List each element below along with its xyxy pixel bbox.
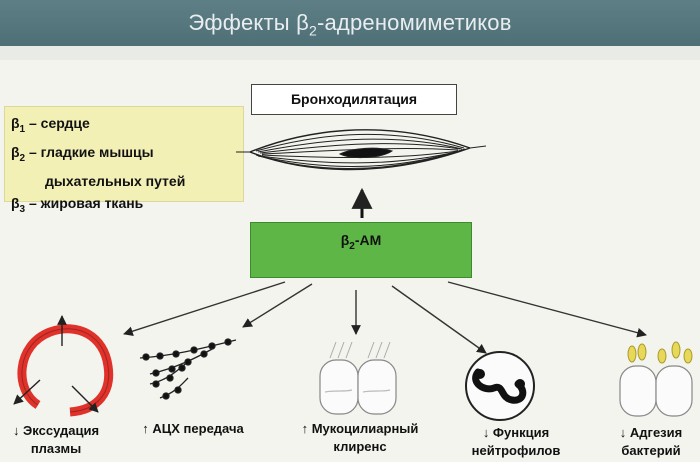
legend-item-beta1: β1 – сердце [5, 112, 243, 141]
title-prefix: Эффекты β [188, 10, 309, 35]
bronchodilation-box: Бронходилятация [251, 84, 457, 115]
arrow-to-ach [242, 283, 313, 328]
title-subscript: 2 [308, 22, 317, 39]
effect-arrows [123, 281, 647, 354]
title-suffix: -адреномиметиков [316, 10, 512, 35]
effect-direction: ↑ [301, 421, 309, 436]
arrow-to-neutrophils [391, 285, 487, 354]
center-symbol: β [340, 232, 350, 248]
legend-subscript: 2 [19, 152, 26, 164]
effect-line1: Функция [489, 425, 550, 440]
neutrophil-icon [465, 351, 535, 421]
legend-item-beta2: β2 – гладкие мышцы [5, 141, 243, 170]
effect-line2: плазмы [30, 441, 82, 456]
effect-direction: ↓ [619, 425, 627, 440]
effect-line1: Экссудация [19, 423, 100, 438]
receptor-legend: β1 – сердце β2 – гладкие мышцы дыхательн… [4, 106, 244, 214]
epithelial-cells-bacteria-icon [619, 341, 693, 417]
effect-line1: Адгезия [626, 425, 683, 440]
effect-line1: АЦХ передача [148, 421, 244, 436]
arrow-to-bacteria [447, 281, 647, 338]
legend-text: – сердце [25, 115, 90, 131]
effect-direction: ↑ [142, 421, 149, 436]
page-title: Эффекты β2-адреномиметиков [0, 0, 700, 46]
legend-symbol: β [11, 115, 20, 131]
legend-subscript: 1 [19, 123, 26, 135]
effect-line2: клиренс [333, 439, 387, 454]
legend-text: – жировая ткань [25, 194, 144, 211]
nerve-terminal-icon [139, 338, 237, 400]
effect-label-neutrophils: ↓ Функция нейтрофилов [460, 424, 572, 460]
legend-item-beta2-continued: дыхательных путей [5, 170, 243, 192]
effect-line2: бактерий [621, 443, 681, 458]
blood-vessel-icon [13, 315, 114, 417]
center-label: -АМ [354, 232, 382, 248]
beta2-agonist-box: β2-АМ [250, 222, 472, 278]
muscle-nucleus-icon [338, 147, 394, 159]
arrow-to-exudation [123, 281, 286, 336]
legend-symbol: β [11, 194, 20, 211]
bronchodilation-label: Бронходилятация [290, 91, 417, 107]
legend-symbol: β [11, 143, 20, 160]
effect-label-bacteria: ↓ Адгезия бактерий [604, 424, 698, 460]
effect-direction: ↓ [482, 425, 490, 440]
legend-text: – гладкие мышцы [25, 143, 154, 160]
ciliated-cells-icon [319, 341, 397, 415]
legend-subscript: 3 [19, 203, 26, 215]
effect-direction: ↓ [12, 423, 20, 438]
legend-item-beta3: β3 – жировая ткань [5, 192, 243, 221]
effect-label-mucociliary: ↑ Мукоцилиарный клиренс [290, 420, 430, 456]
effect-line2: нейтрофилов [471, 443, 561, 458]
smooth-muscle-cell-illustration [236, 129, 487, 171]
title-underbar [0, 46, 700, 60]
effect-label-ach: ↑ АЦХ передача [128, 420, 258, 438]
center-subscript: 2 [349, 240, 355, 252]
effect-label-exudation: ↓ Экссудация плазмы [4, 422, 108, 458]
effect-line1: Мукоцилиарный [308, 421, 419, 436]
legend-text: дыхательных путей [45, 172, 186, 189]
